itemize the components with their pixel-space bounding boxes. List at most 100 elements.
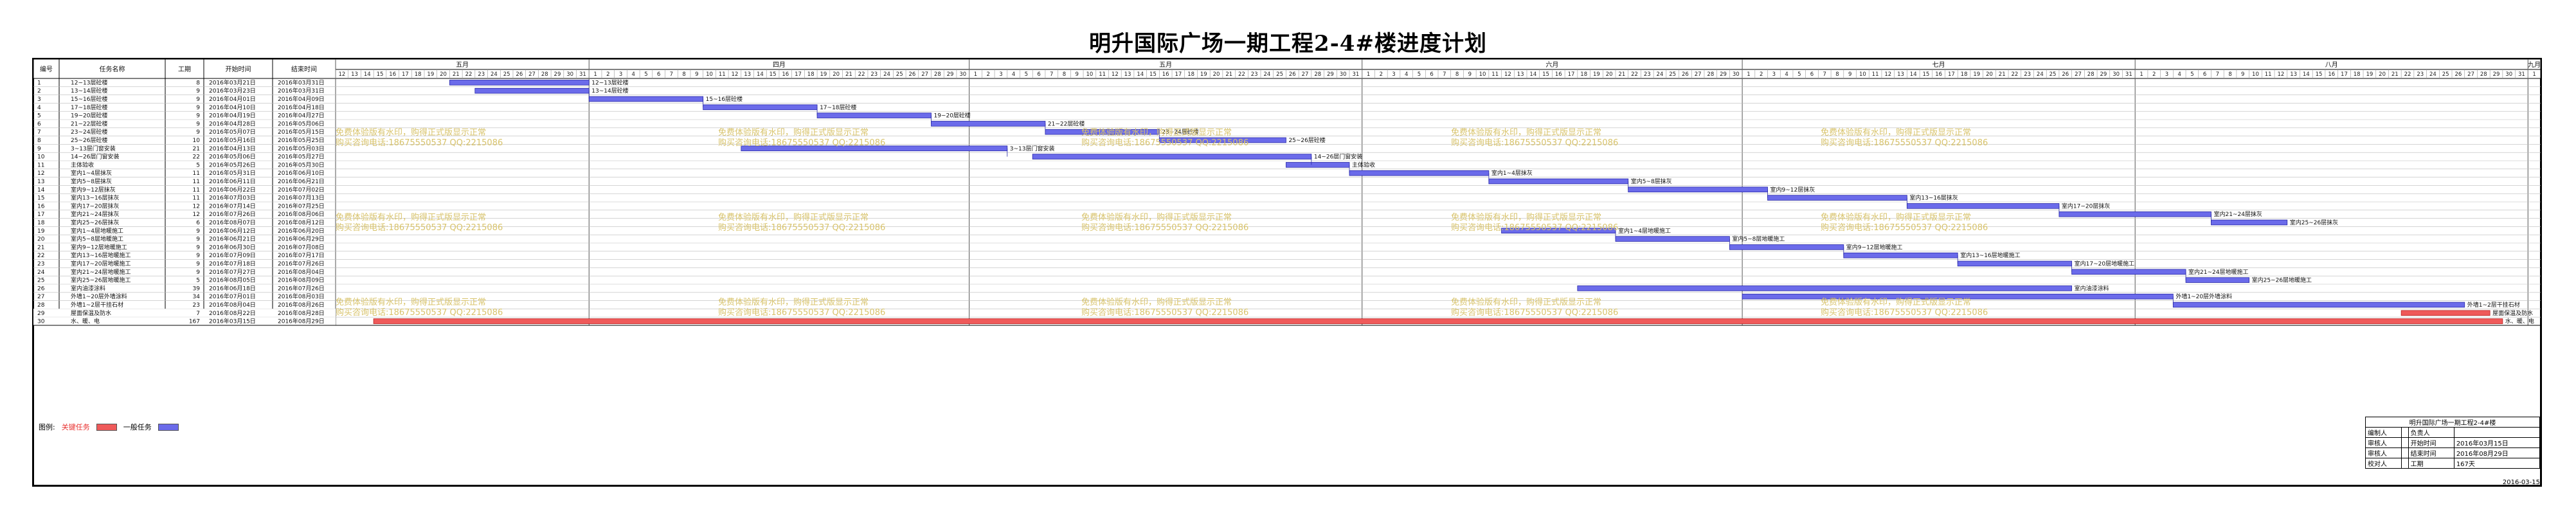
day-label: 20 xyxy=(1213,71,1220,78)
day-label: 12 xyxy=(338,71,345,78)
task-bar xyxy=(1843,252,1958,258)
task-name: 室内17~20层抹灰 xyxy=(71,202,119,210)
day-label: 7 xyxy=(1823,71,1826,78)
day-label: 26 xyxy=(2454,71,2462,78)
task-finish: 2016年07月02日 xyxy=(278,186,325,194)
day-label: 19 xyxy=(2366,71,2373,78)
task-seq: 26 xyxy=(37,285,45,292)
watermark-text: 购买咨询电话:18675550537 QQ:2215086 xyxy=(1081,222,1248,233)
task-start: 2016年06月18日 xyxy=(209,284,256,292)
task-bar xyxy=(1032,154,1312,159)
month-label: 五月 xyxy=(1159,61,1172,69)
month-label: 七月 xyxy=(1932,61,1945,69)
month-label: 八月 xyxy=(2325,61,2338,69)
watermark-text: 购买咨询电话:18675550537 QQ:2215086 xyxy=(1821,138,1988,148)
day-label: 1 xyxy=(1367,71,1370,78)
task-start: 2016年05月31日 xyxy=(209,169,256,177)
task-name: 21~22层砼楼 xyxy=(71,120,107,127)
task-duration: 9 xyxy=(196,121,200,127)
day-label: 31 xyxy=(579,71,586,78)
watermark-text: 免费体验版有水印，购得正式版显示正常 xyxy=(718,212,869,222)
day-label: 11 xyxy=(2265,71,2272,78)
day-label: 3 xyxy=(1392,71,1395,78)
day-label: 24 xyxy=(491,71,498,78)
day-label: 19 xyxy=(427,71,434,78)
day-label: 9 xyxy=(695,71,698,78)
task-start: 2016年06月30日 xyxy=(209,243,256,251)
task-duration: 39 xyxy=(193,285,201,292)
day-label: 17 xyxy=(795,71,802,78)
day-label: 1 xyxy=(974,71,977,78)
day-label: 26 xyxy=(1289,71,1296,78)
task-bar-label: 室内17~20层抹灰 xyxy=(2062,202,2110,210)
day-label: 22 xyxy=(858,71,865,78)
task-finish: 2016年08月09日 xyxy=(278,276,325,284)
task-bar xyxy=(2071,269,2186,275)
task-seq: 29 xyxy=(37,311,45,317)
day-label: 30 xyxy=(959,71,966,78)
task-bar xyxy=(474,87,590,94)
task-duration: 6 xyxy=(196,220,200,226)
month-label: 五月 xyxy=(456,61,469,69)
task-name: 屋面保温及防水 xyxy=(71,309,111,317)
day-label: 19 xyxy=(1200,71,1207,78)
watermark-text: 免费体验版有水印，购得正式版显示正常 xyxy=(336,127,486,138)
day-label: 27 xyxy=(921,71,928,78)
task-bar-label: 21~22层砼楼 xyxy=(1048,120,1085,127)
day-label: 11 xyxy=(1099,71,1106,78)
watermark-text: 购买咨询电话:18675550537 QQ:2215086 xyxy=(1821,222,1988,233)
legend-label: 图例: xyxy=(39,423,55,431)
watermark-text: 免费体验版有水印，购得正式版显示正常 xyxy=(1081,212,1232,222)
info-value xyxy=(2401,437,2409,448)
task-finish: 2016年08月29日 xyxy=(278,318,325,325)
day-label: 27 xyxy=(1302,71,1309,78)
day-label: 29 xyxy=(947,71,954,78)
day-label: 7 xyxy=(670,71,673,78)
watermark-text: 购买咨询电话:18675550537 QQ:2215086 xyxy=(718,138,885,148)
task-bar-label: 17~18层砼楼 xyxy=(820,104,856,111)
task-bar xyxy=(703,104,818,111)
day-label: 5 xyxy=(2190,71,2193,78)
task-name: 外墙1~2层干挂石材 xyxy=(71,301,123,309)
day-label: 27 xyxy=(2075,71,2082,78)
task-finish: 2016年08月26日 xyxy=(278,301,325,309)
day-label: 4 xyxy=(2177,71,2181,78)
task-name: 室内1~4层地暖施工 xyxy=(71,227,123,235)
task-bar-label: 室内25~26层抹灰 xyxy=(2290,219,2338,226)
info-key: 审核人 xyxy=(2364,437,2402,448)
task-bar-label: 13~14层砼楼 xyxy=(591,87,628,95)
task-bar-label: 23~24层砼楼 xyxy=(1162,128,1198,136)
day-label: 28 xyxy=(934,71,941,78)
day-label: 30 xyxy=(2505,71,2512,78)
task-bar xyxy=(1577,285,2073,291)
day-label: 22 xyxy=(2012,71,2019,78)
day-label: 27 xyxy=(1695,71,1702,78)
day-label: 9 xyxy=(1848,71,1851,78)
day-label: 21 xyxy=(1618,71,1625,78)
day-label: 29 xyxy=(1327,71,1334,78)
day-label: 3 xyxy=(1772,71,1776,78)
day-label: 21 xyxy=(1225,71,1232,78)
watermark-text: 免费体验版有水印，购得正式版显示正常 xyxy=(718,297,869,307)
project-info-title: 明升国际广场一期工程2-4#楼 xyxy=(2365,417,2540,428)
task-bar-label: 室内13~16层地暖施工 xyxy=(1960,251,2020,259)
info-value xyxy=(2453,427,2541,438)
task-bar-label: 室内油漆涂料 xyxy=(2075,284,2109,292)
task-bar-label: 外墙1~20层外墙涂料 xyxy=(2175,293,2232,300)
day-label: 26 xyxy=(516,71,523,78)
task-name: 室内5~8层抹灰 xyxy=(71,177,112,185)
task-bar-label: 14~26层门窗安装 xyxy=(1314,153,1362,161)
day-label: 12 xyxy=(2277,71,2284,78)
day-label: 30 xyxy=(1340,71,1347,78)
day-label: 17 xyxy=(1568,71,1575,78)
day-label: 19 xyxy=(820,71,827,78)
task-duration: 167 xyxy=(189,319,200,325)
task-finish: 2016年03月31日 xyxy=(278,78,325,86)
day-label: 1 xyxy=(1747,71,1750,78)
task-seq: 9 xyxy=(37,146,41,152)
task-start: 2016年03月21日 xyxy=(209,78,256,86)
watermark-text: 免费体验版有水印，购得正式版显示正常 xyxy=(1451,297,1601,307)
task-name: 室内25~26层抹灰 xyxy=(71,219,119,226)
info-value: 167天 xyxy=(2453,458,2541,469)
